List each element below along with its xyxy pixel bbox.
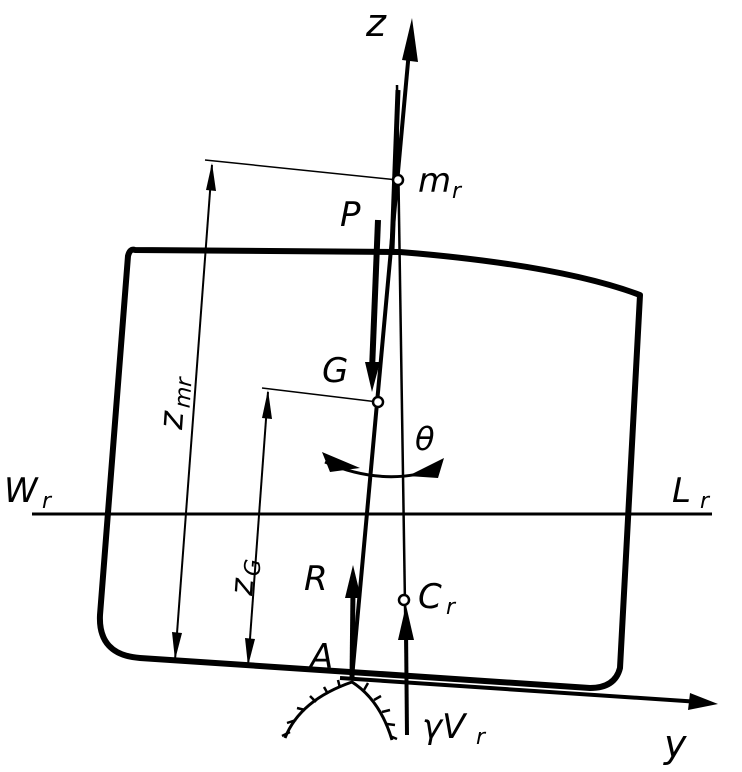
angle-arrowhead-right: [408, 458, 444, 478]
z-g-arrow-bottom: [245, 638, 255, 666]
z-mr-extension: [204, 159, 399, 181]
reaction-arrowhead: [345, 565, 361, 598]
force-p-label: P: [340, 195, 361, 235]
contact-point-label: A: [308, 637, 333, 677]
ground-hatching: [281, 679, 398, 741]
reaction-line: [349, 589, 356, 681]
waterline-left-sub: r: [42, 489, 53, 514]
z-axis-arrowhead: [402, 18, 418, 62]
y-axis: [339, 676, 701, 704]
waterline-right-label: L: [672, 471, 691, 511]
buoyancy-center-label: C: [418, 577, 442, 617]
z-mr-dimension: [174, 164, 213, 661]
buoyancy-force-arrowhead: [398, 605, 414, 640]
z-axis-label: z: [365, 1, 387, 45]
z-g-sub: G: [240, 558, 266, 577]
metacenter-label: m: [418, 161, 451, 201]
buoyancy-force-line: [404, 627, 409, 736]
metacenter-sub: r: [452, 179, 463, 204]
angle-arrowhead-left: [322, 452, 360, 472]
z-g-label: z: [222, 576, 261, 598]
force-p-line: [369, 219, 381, 371]
z-g-dimension: [247, 391, 269, 667]
buoyancy-force-sub: r: [476, 725, 487, 750]
y-axis-arrowhead: [688, 693, 718, 710]
force-p-arrowhead: [365, 362, 380, 392]
hull-outline: [96, 246, 643, 691]
reaction-label: R: [304, 559, 328, 599]
buoyancy-force-label: γV: [422, 707, 468, 747]
z-g-arrow-top: [262, 390, 272, 419]
upper-axis-segment: [389, 89, 401, 251]
z-mr-arrow-top: [206, 163, 216, 191]
ground-support: [283, 680, 394, 741]
z-mr-label-group: z mr: [151, 375, 198, 432]
angle-label: θ: [415, 420, 435, 458]
buoyancy-center-point: [397, 593, 411, 607]
z-mr-label: z: [151, 409, 192, 432]
waterline-left-label: W: [4, 471, 39, 511]
z-mr-arrow-bottom: [172, 632, 182, 660]
z-g-extension: [261, 387, 379, 403]
z-mr-sub: mr: [171, 375, 198, 409]
metacenter-point: [391, 173, 405, 187]
gravity-center-label: G: [322, 351, 348, 391]
waterline-right-sub: r: [700, 489, 711, 514]
y-axis-label: y: [663, 722, 687, 766]
z-axis: [350, 39, 412, 679]
buoyancy-center-sub: r: [446, 595, 457, 620]
gravity-center-point: [371, 395, 385, 409]
z-g-label-group: z G: [222, 558, 267, 598]
